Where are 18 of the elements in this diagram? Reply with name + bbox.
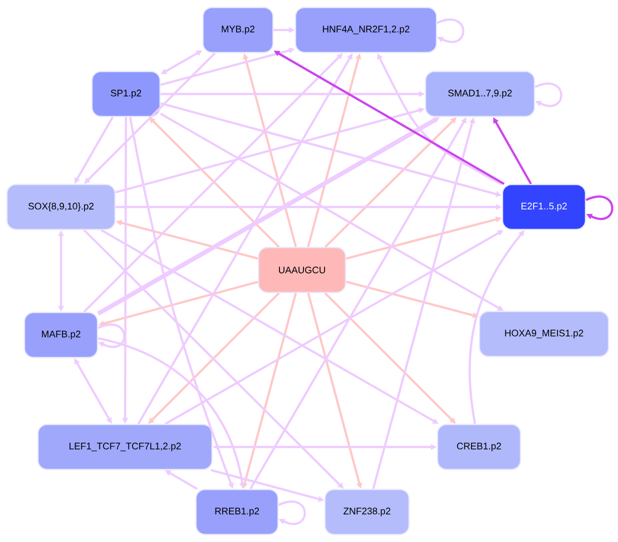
node-box: ZNF238.p2 (324, 488, 410, 536)
node-box: SP1.p2 (91, 70, 161, 118)
node-box: MAFB.p2 (24, 312, 98, 358)
arrow (98, 324, 126, 348)
node-box: E2F1..5.p2 (502, 184, 586, 230)
node-box: HOXA9_MEIS1.p2 (478, 310, 610, 358)
node-box: RREB1.p2 (195, 488, 279, 536)
node-box: SOX{8,9,10}.p2 (6, 184, 116, 230)
node-box: UAAUGCU (258, 246, 346, 294)
node-box: CREB1.p2 (436, 424, 522, 470)
arrow (534, 82, 562, 107)
node-box: MYB.p2 (202, 6, 274, 54)
node-box: LEF1_TCF7_TCF7L1,2.p2 (37, 424, 213, 470)
arrow (436, 18, 464, 43)
arrow (586, 196, 614, 220)
arrow (278, 500, 306, 525)
node-box: SMAD1..7,9.p2 (424, 70, 536, 118)
node-box: HNF4A_NR2F1,2.p2 (294, 6, 438, 54)
